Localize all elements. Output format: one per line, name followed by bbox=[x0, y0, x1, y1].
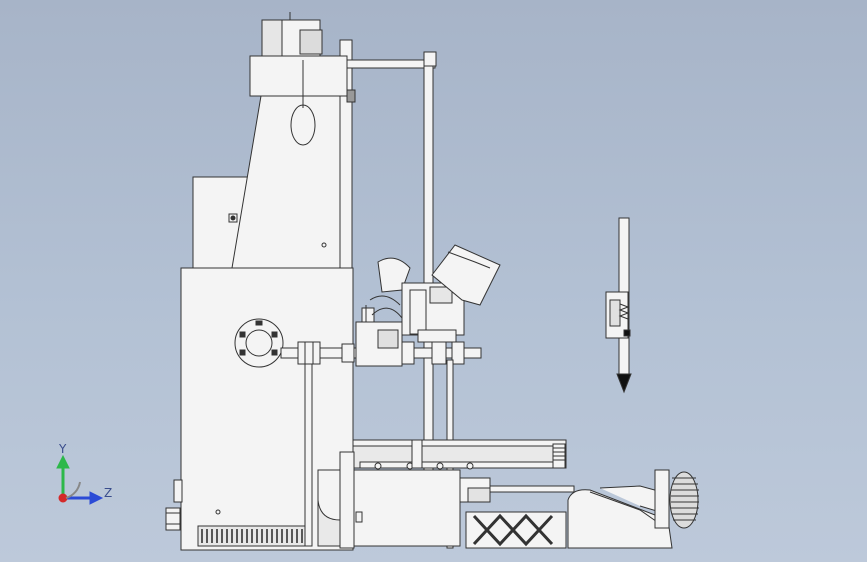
axis-triad bbox=[56, 454, 104, 505]
hotend-wiring bbox=[365, 295, 403, 322]
truss-arm[interactable] bbox=[465, 485, 575, 549]
triad-y-label: Y bbox=[59, 442, 67, 456]
print-head[interactable] bbox=[355, 244, 501, 367]
bed-rail[interactable] bbox=[352, 439, 567, 470]
triad-z-label: Z bbox=[104, 486, 113, 500]
right-foot[interactable] bbox=[567, 469, 673, 549]
main-frame[interactable] bbox=[180, 12, 354, 551]
probe-pin[interactable] bbox=[605, 217, 632, 394]
left-side-knobs[interactable] bbox=[165, 479, 183, 531]
base-box[interactable] bbox=[317, 451, 491, 549]
vent-slots bbox=[201, 529, 303, 543]
cable-port[interactable] bbox=[234, 318, 284, 368]
adjust-knob[interactable] bbox=[669, 471, 699, 529]
